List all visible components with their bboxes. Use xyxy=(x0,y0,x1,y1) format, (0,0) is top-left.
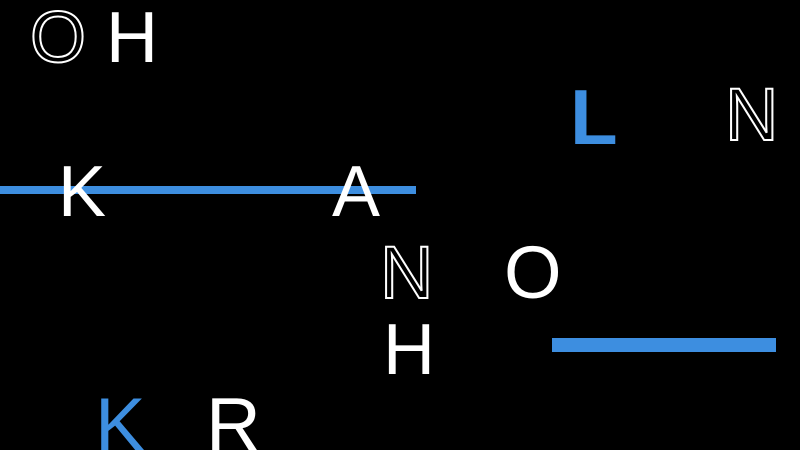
letter-n-outline-center: N xyxy=(379,231,434,314)
letter-k-middle: K xyxy=(58,152,107,232)
letter-h-top: H xyxy=(106,0,158,78)
accent-bar-lower xyxy=(552,338,776,352)
letter-h-center: H xyxy=(383,310,435,390)
letter-l-blue: L xyxy=(570,73,618,161)
letter-o-outline-top: O xyxy=(29,0,87,78)
accent-bar-upper xyxy=(0,186,416,194)
letter-o-center: O xyxy=(504,231,562,314)
letter-n-outline-right: N xyxy=(724,73,779,156)
letter-a-middle: A xyxy=(332,152,381,232)
letter-k-blue-bottom: K xyxy=(95,383,146,450)
letter-r-bottom: R xyxy=(206,383,261,450)
